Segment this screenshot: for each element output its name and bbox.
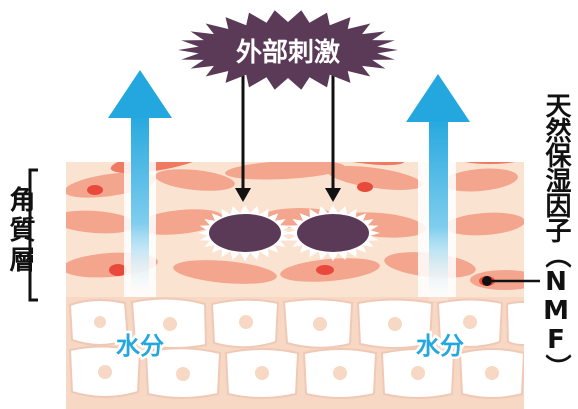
nmf-dot [316,265,334,275]
nmf-label: 天然保湿因子（NMF） [538,92,574,379]
nucleus [98,365,112,379]
nmf-dot [87,185,103,195]
water-label-left: 水分 [116,332,164,360]
nucleus [239,315,253,329]
nucleus [94,316,106,328]
cell [507,302,540,345]
nucleus [388,317,402,331]
stimulus-label: 外部刺激 [236,37,340,68]
damage-spot-right [286,205,380,261]
damage-spot-left [198,205,292,261]
nucleus [255,366,269,380]
nucleus [485,366,499,380]
nucleus [163,317,177,331]
nucleus [313,317,327,331]
nucleus [176,367,190,381]
stratum-corneum-label: 角質層 [2,186,39,276]
nucleus [411,366,425,380]
stimulus-burst: 外部刺激 [178,10,398,89]
nmf-dot [357,182,373,192]
cell [210,145,320,161]
nucleus [333,366,347,380]
nucleus [463,315,477,329]
water-label-right: 水分 [416,332,464,360]
cell [450,146,530,164]
